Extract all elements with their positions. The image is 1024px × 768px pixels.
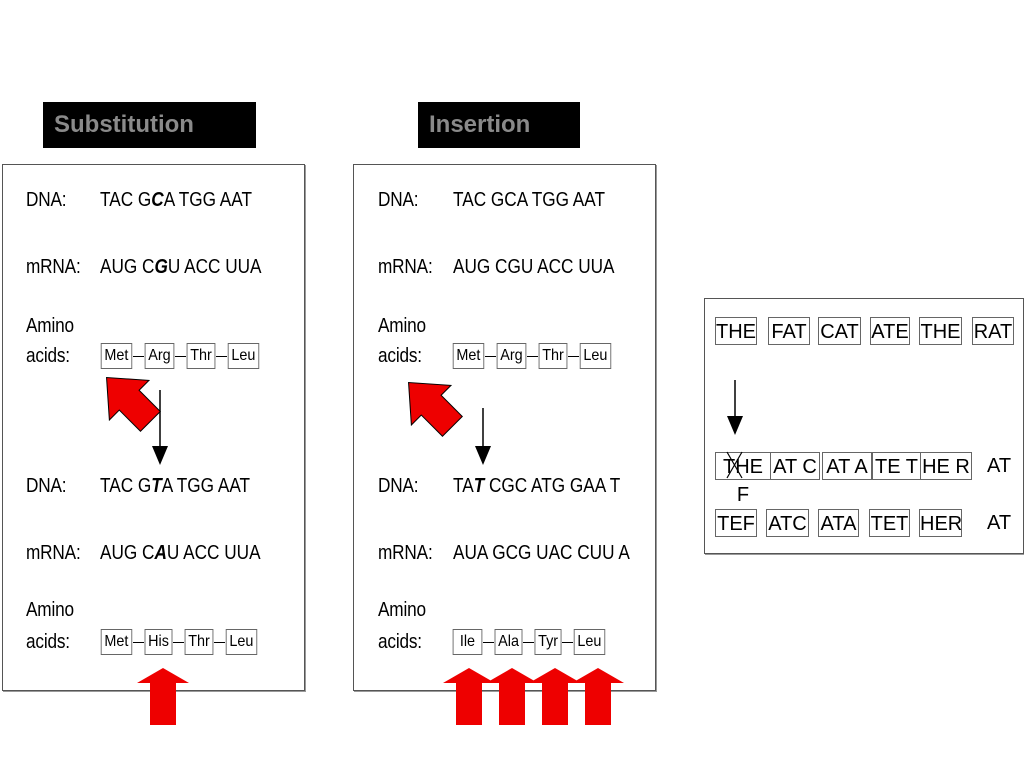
amino-acid-box: Thr [538,343,567,369]
acids-label: acids: [378,631,422,653]
word-box: HER [919,509,962,537]
original-mrna-sequence: AUG CGU ACC UUA [100,256,262,278]
amino-acid-box: Tyr [534,629,562,655]
amino-acid-box: Thr [184,629,214,655]
amino-acid-box: Arg [496,343,526,369]
acids-label: acids: [378,345,422,367]
word-box: TET [869,509,910,537]
amino-acid-box: Leu [573,629,606,655]
amino-acid-box: Met [452,343,484,369]
mutated-mrna-sequence: AUA GCG UAC CUU A [453,542,630,564]
word-box: AT A [822,452,872,480]
amino-acid-box: Leu [227,343,259,369]
amino-acid-box: Leu [579,343,611,369]
dna-label: DNA: [26,189,67,211]
amino-label: Amino [26,315,74,337]
original-dna-sequence: TAC GCA TGG AAT [453,189,605,211]
insertion-heading: Insertion [418,102,580,148]
word-box: THE F [715,452,771,506]
amino-acid-box: Arg [144,343,174,369]
word-box: AT C [770,452,820,480]
original-dna-sequence: TAC GCA TGG AAT [100,189,252,211]
word-box: TEF [715,509,757,537]
word-box: CAT [818,317,861,345]
word-box: TE T [872,452,921,480]
amino-acid-box: His [144,629,173,655]
mutated-amino-acid-chain: Met His Thr Leu [99,629,258,655]
mrna-label: mRNA: [378,256,433,278]
word-box: RAT [972,317,1014,345]
amino-label: Amino [26,599,74,621]
amino-acid-box: Ala [494,629,523,655]
acids-label: acids: [26,631,70,653]
acids-label: acids: [26,345,70,367]
trailing-letters: AT [987,455,1012,477]
amino-label: Amino [378,315,426,337]
amino-acid-box: Thr [186,343,215,369]
substitution-panel: DNA: TAC GCA TGG AAT mRNA: AUG CGU ACC U… [2,164,305,691]
mutated-amino-acid-chain: Ile Ala Tyr Leu [451,629,607,655]
amino-acid-box: Met [100,343,132,369]
word-box: FAT [768,317,810,345]
frameshift-word-panel: THE FAT CAT ATE THE RAT THE F AT C AT A … [704,298,1024,554]
word-box: ATC [766,509,809,537]
dna-label: DNA: [378,189,419,211]
mutated-mrna-sequence: AUG CAU ACC UUA [100,542,261,564]
word-box: THE [715,317,757,345]
mrna-label: mRNA: [378,542,433,564]
amino-acid-box: Leu [225,629,257,655]
original-mrna-sequence: AUG CGU ACC UUA [453,256,615,278]
amino-label: Amino [378,599,426,621]
dna-label: DNA: [378,475,419,497]
word-box: HE R [920,452,972,480]
mutated-dna-sequence: TAT CGC ATG GAA T [453,475,621,497]
word-box: THE [919,317,962,345]
amino-acid-box: Met [100,629,132,655]
mrna-label: mRNA: [26,542,81,564]
original-amino-acid-chain: Met Arg Thr Leu [451,343,612,369]
word-box: ATE [870,317,910,345]
insertion-panel: DNA: TAC GCA TGG AAT mRNA: AUG CGU ACC U… [353,164,656,691]
mutated-dna-sequence: TAC GTA TGG AAT [100,475,251,497]
original-amino-acid-chain: Met Arg Thr Leu [99,343,260,369]
word-box: ATA [818,509,859,537]
mrna-label: mRNA: [26,256,81,278]
trailing-letters: AT [987,512,1012,534]
amino-acid-box: Ile [452,629,483,655]
substitution-heading: Substitution [43,102,256,148]
dna-label: DNA: [26,475,67,497]
